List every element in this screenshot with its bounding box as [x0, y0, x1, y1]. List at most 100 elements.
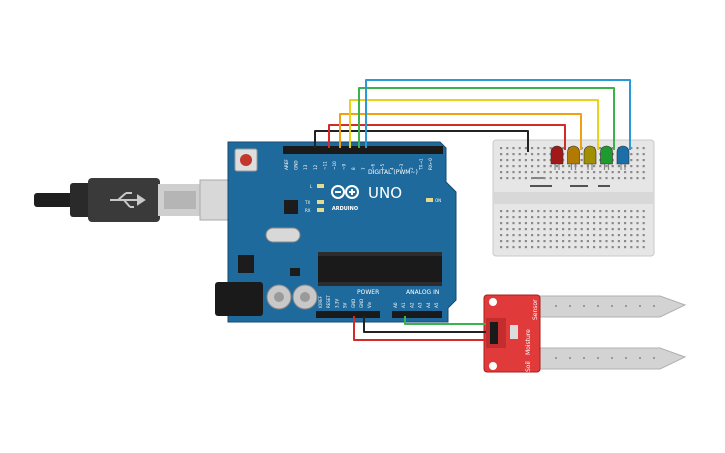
breadboard-hole	[605, 171, 608, 174]
breadboard-hole	[506, 216, 509, 219]
breadboard-hole	[617, 216, 620, 219]
breadboard-hole	[580, 159, 583, 162]
breadboard-hole	[555, 240, 558, 243]
breadboard-hole	[518, 153, 521, 156]
breadboard-hole	[586, 240, 589, 243]
breadboard-hole	[531, 240, 534, 243]
breadboard-hole	[636, 159, 639, 162]
breadboard-hole	[599, 210, 602, 213]
breadboard-hole	[543, 234, 546, 237]
breadboard-hole	[593, 240, 596, 243]
probe-dot	[583, 357, 585, 359]
breadboard-hole	[549, 246, 552, 249]
digital-pin-label: GND	[294, 160, 299, 170]
analog-pin-label: A2	[409, 302, 414, 308]
led-on-indicator	[426, 198, 433, 202]
breadboard-hole	[549, 234, 552, 237]
breadboard-hole	[586, 177, 589, 180]
led-body	[567, 145, 580, 165]
breadboard-hole	[599, 246, 602, 249]
breadboard-hole	[506, 234, 509, 237]
breadboard-hole	[593, 246, 596, 249]
breadboard-hole	[605, 216, 608, 219]
led	[616, 145, 630, 170]
breadboard-hole	[562, 228, 565, 231]
breadboard-hole	[512, 210, 515, 213]
breadboard-hole	[506, 210, 509, 213]
breadboard-hole	[580, 222, 583, 225]
breadboard-hole	[593, 234, 596, 237]
power-pin-label: GND	[351, 299, 356, 308]
breadboard-hole	[617, 177, 620, 180]
led-rx-indicator	[317, 208, 324, 212]
breadboard-hole	[636, 246, 639, 249]
breadboard-hole	[624, 234, 627, 237]
breadboard-hole	[611, 216, 614, 219]
breadboard-hole	[562, 222, 565, 225]
breadboard-hole	[642, 228, 645, 231]
breadboard-hole	[617, 246, 620, 249]
breadboard-hole	[512, 216, 515, 219]
breadboard-hole	[574, 216, 577, 219]
probe-dot	[555, 305, 557, 307]
probe-dot	[653, 357, 655, 359]
l-label: L	[310, 184, 313, 189]
breadboard-hole	[617, 165, 620, 168]
breadboard-hole	[549, 222, 552, 225]
analog-header	[392, 311, 442, 318]
power-pin-label: 3.3V	[334, 299, 339, 308]
analog-pin-label: A1	[401, 302, 406, 308]
breadboard-hole	[531, 216, 534, 219]
probe-dot	[597, 305, 599, 307]
breadboard-hole	[574, 246, 577, 249]
small-component	[290, 268, 300, 276]
breadboard-hole	[512, 171, 515, 174]
digital-pin-label: 2	[409, 167, 414, 170]
breadboard-hole	[630, 177, 633, 180]
breadboard-hole	[500, 171, 503, 174]
breadboard-hole	[605, 240, 608, 243]
digital-pin-label: 12	[313, 164, 318, 170]
breadboard-hole	[568, 246, 571, 249]
wire-orange	[339, 113, 582, 150]
breadboard-hole	[500, 147, 503, 150]
breadboard-hole	[599, 147, 602, 150]
wire-red	[328, 124, 566, 150]
digital-pin-label: 4	[390, 167, 395, 170]
breadboard-hole	[568, 216, 571, 219]
breadboard-hole	[512, 228, 515, 231]
led-tx-indicator	[317, 200, 324, 204]
breadboard-hole	[630, 147, 633, 150]
digital-pin-label: TX→1	[418, 158, 423, 171]
breadboard-hole	[642, 222, 645, 225]
breadboard-hole	[599, 165, 602, 168]
breadboard-hole	[543, 171, 546, 174]
breadboard-holes	[500, 147, 645, 249]
led	[567, 145, 580, 170]
breadboard-hole	[506, 153, 509, 156]
breadboard-hole	[555, 222, 558, 225]
breadboard-hole	[593, 165, 596, 168]
breadboard-hole	[518, 165, 521, 168]
probe-dot	[625, 305, 627, 307]
breadboard-hole	[512, 159, 515, 162]
breadboard-hole	[500, 159, 503, 162]
breadboard-hole	[549, 159, 552, 162]
breadboard-hole	[549, 228, 552, 231]
power-pin-label: Vin	[367, 301, 372, 308]
breadboard-hole	[562, 210, 565, 213]
breadboard-hole	[630, 153, 633, 156]
breadboard-hole	[537, 171, 540, 174]
probe-dot	[625, 357, 627, 359]
breadboard-hole	[611, 171, 614, 174]
wires	[314, 79, 631, 341]
breadboard-hole	[555, 216, 558, 219]
reset-button[interactable]	[234, 148, 258, 172]
breadboard-hole	[599, 222, 602, 225]
breadboard-hole	[574, 222, 577, 225]
breadboard-hole	[617, 222, 620, 225]
breadboard-hole	[500, 240, 503, 243]
probe-dot	[583, 305, 585, 307]
breadboard-hole	[580, 234, 583, 237]
